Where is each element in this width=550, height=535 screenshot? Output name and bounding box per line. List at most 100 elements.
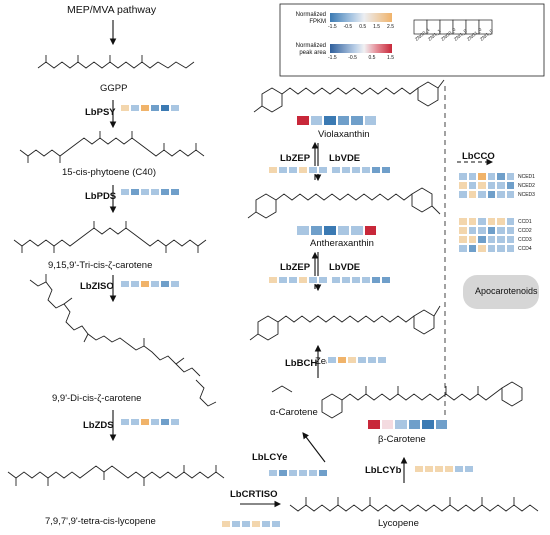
heatmap-bch bbox=[327, 356, 387, 364]
zep2-label: LbZEP bbox=[280, 262, 311, 273]
colorbar-tick: -1.5 bbox=[328, 24, 337, 30]
heatmap-cell bbox=[367, 419, 381, 430]
heatmap-cell bbox=[477, 172, 487, 181]
heatmap-cell bbox=[318, 469, 328, 477]
heatmap-cell bbox=[467, 190, 477, 199]
colorbar-tick: -0.5 bbox=[343, 24, 353, 30]
gene-row-label: CCD2 bbox=[518, 227, 532, 234]
heatmap-cell bbox=[130, 280, 140, 288]
heatmap-cell bbox=[434, 465, 444, 473]
heatmap-cell bbox=[467, 226, 477, 235]
heatmap-cell bbox=[477, 235, 487, 244]
peak-colorbar bbox=[330, 44, 392, 53]
heatmap-cell bbox=[120, 188, 130, 196]
ggpp-label: GGPP bbox=[100, 83, 128, 94]
heatmap-cell bbox=[486, 217, 496, 226]
peak-legend-title: Normalized peak area bbox=[286, 43, 326, 57]
violaxanthin-label: Violaxanthin bbox=[318, 129, 370, 140]
heatmap-cell bbox=[367, 356, 377, 364]
heatmap-cell bbox=[308, 276, 318, 284]
heatmap-cell bbox=[170, 418, 180, 426]
heatmap-cell bbox=[268, 276, 278, 284]
heatmap-cell bbox=[170, 188, 180, 196]
heatmap-cell bbox=[458, 190, 468, 199]
phytoene-label: 15-cis-phytoene (C40) bbox=[62, 167, 156, 178]
crtiso-label: LbCRTISO bbox=[230, 489, 278, 500]
heatmap-cell bbox=[496, 181, 506, 190]
tetra-cis-label: 7,9,7',9'-tetra-cis-lycopene bbox=[45, 516, 156, 527]
heatmap-cell bbox=[298, 166, 308, 174]
heatmap-cell bbox=[271, 520, 281, 528]
heatmap-cell bbox=[477, 181, 487, 190]
heatmap-cell bbox=[496, 172, 506, 181]
heatmap-zep2 bbox=[268, 276, 328, 284]
heatmap-cell bbox=[467, 244, 477, 253]
heatmap-cell bbox=[381, 276, 391, 284]
sample-boxes bbox=[413, 19, 493, 35]
heatmap-cell bbox=[486, 226, 496, 235]
heatmap-cell bbox=[336, 225, 350, 236]
lcye-label: LbLCYe bbox=[252, 452, 288, 463]
heatmap-cell bbox=[261, 520, 271, 528]
gene-row-label: NCED2 bbox=[518, 182, 535, 189]
heatmap-cell bbox=[288, 276, 298, 284]
heatmap-cell bbox=[496, 226, 506, 235]
heatmap-cell bbox=[458, 235, 468, 244]
peak-legend-line1: Normalized bbox=[295, 43, 326, 49]
heatmap-cell bbox=[477, 190, 487, 199]
zep1-label: LbZEP bbox=[280, 153, 311, 164]
heatmap-cell bbox=[467, 235, 477, 244]
heatmap-cell bbox=[120, 280, 130, 288]
heatmap-cell bbox=[231, 520, 241, 528]
heatmap-cell bbox=[381, 166, 391, 174]
heatmap-cell bbox=[323, 225, 337, 236]
heatmap-cell bbox=[170, 280, 180, 288]
alpha-carotene-label: α-Carotene bbox=[270, 407, 318, 418]
apocarotenoids-label: Apocarotenoids bbox=[475, 286, 538, 296]
heatmap-cell bbox=[361, 166, 371, 174]
heatmap-cell bbox=[323, 115, 337, 126]
heatmap-cell bbox=[241, 520, 251, 528]
heatmap-cell bbox=[170, 104, 180, 112]
heatmap-cell bbox=[496, 244, 506, 253]
heatmap-row: NCED1 bbox=[458, 172, 535, 181]
heatmap-cell bbox=[318, 276, 328, 284]
heatmap-zds bbox=[120, 418, 180, 426]
peak-legend-line2: peak area bbox=[299, 50, 326, 56]
molecule-structures bbox=[7, 55, 539, 512]
gene-row-label: CCD4 bbox=[518, 245, 532, 252]
heatmap-cell bbox=[371, 276, 381, 284]
heatmap-cell bbox=[486, 181, 496, 190]
heatmap-cell bbox=[308, 166, 318, 174]
heatmap-cell bbox=[160, 104, 170, 112]
gene-row-label: CCD1 bbox=[518, 218, 532, 225]
colorbar-tick: 0.5 bbox=[368, 55, 376, 61]
heatmap-cell bbox=[130, 104, 140, 112]
heatmap-cell bbox=[486, 235, 496, 244]
heatmap-cell bbox=[421, 419, 435, 430]
heatmap-cell bbox=[505, 235, 515, 244]
heatmap-cell bbox=[424, 465, 434, 473]
heatmap-cell bbox=[458, 181, 468, 190]
colorbar-tick: 1.5 bbox=[373, 24, 381, 30]
heatmap-cell bbox=[298, 469, 308, 477]
heatmap-cell bbox=[351, 166, 361, 174]
heatmap-cell bbox=[467, 181, 477, 190]
heatmap-cell bbox=[278, 166, 288, 174]
heatmap-cell bbox=[505, 181, 515, 190]
tri-cis-label: 9,15,9'-Tri-cis-ζ-carotene bbox=[48, 260, 153, 271]
heatmap-cell bbox=[341, 166, 351, 174]
heatmap-cell bbox=[505, 172, 515, 181]
fpkm-legend-line1: Normalized bbox=[295, 12, 326, 18]
heatmap-row: NCED3 bbox=[458, 190, 535, 199]
psy-label: LbPSY bbox=[85, 107, 116, 118]
heatmap-cell bbox=[140, 104, 150, 112]
heatmap-cell bbox=[298, 276, 308, 284]
heatmap-cell bbox=[467, 172, 477, 181]
heatmap-cell bbox=[464, 465, 474, 473]
heatmap-cell bbox=[160, 188, 170, 196]
